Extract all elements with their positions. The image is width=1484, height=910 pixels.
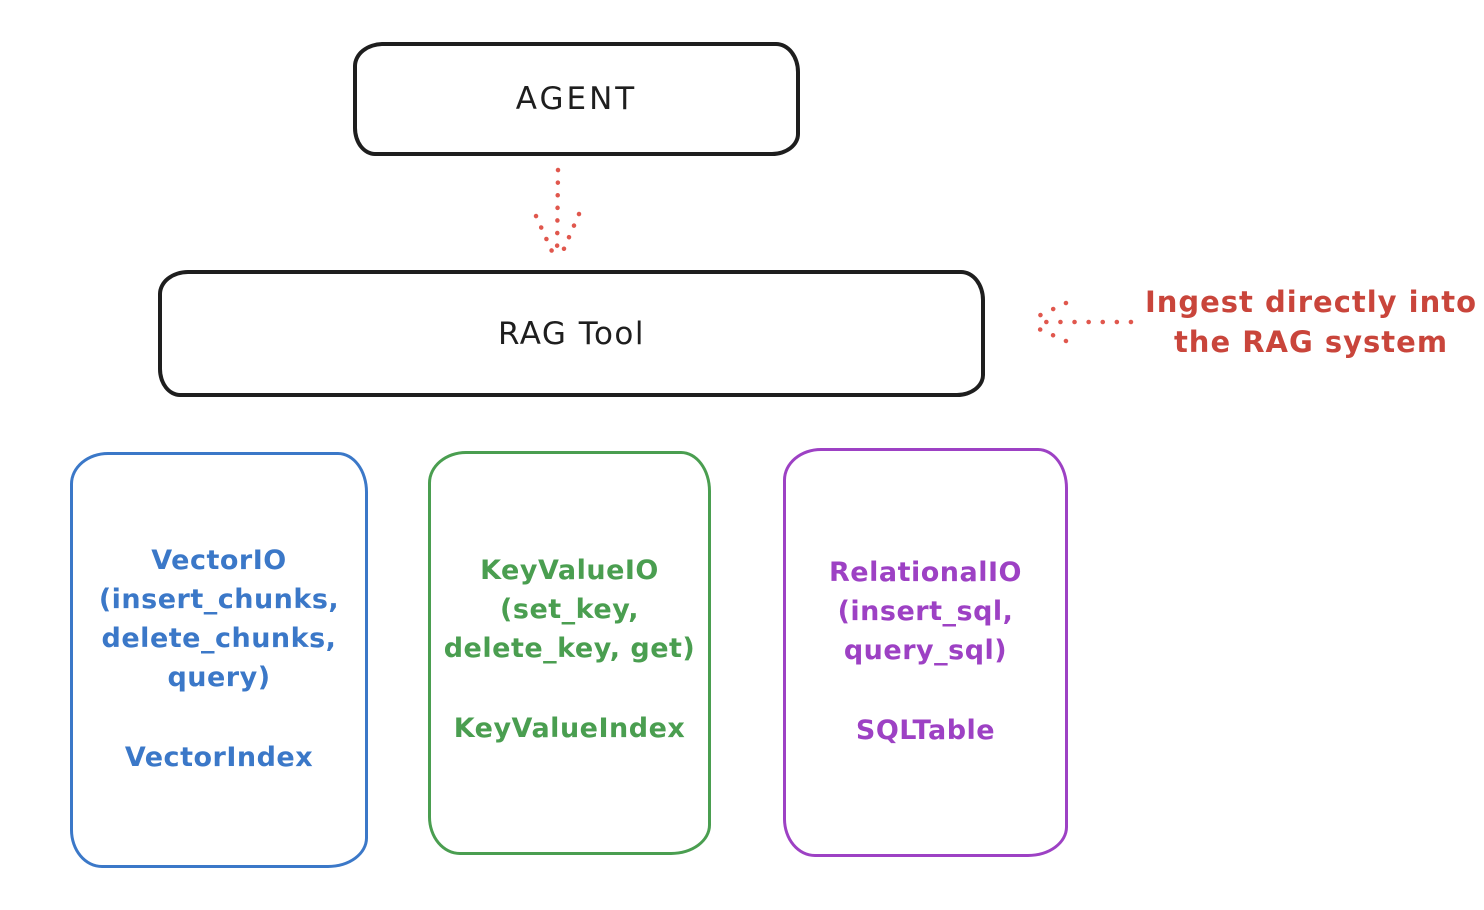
keyvalue-index-label: KeyValueIndex: [453, 713, 686, 744]
keyvalue-io-fn-line: delete_key, get): [443, 633, 696, 664]
agent-to-ragtool-dotted-arrow-icon: [533, 167, 582, 261]
vector-io-text: VectorIO (insert_chunks, delete_chunks, …: [73, 541, 365, 777]
agent-box: AGENT: [353, 42, 800, 156]
relational-io-title: RelationalIO: [829, 557, 1022, 588]
relational-io-fn-line: (insert_sql,: [837, 596, 1014, 627]
vector-io-fn-line: query): [167, 662, 271, 693]
rag-tool-box: RAG Tool: [158, 270, 985, 397]
keyvalue-io-text: KeyValueIO (set_key, delete_key, get) Ke…: [431, 551, 708, 748]
relational-io-fn-line: query_sql): [843, 635, 1008, 666]
agent-label: AGENT: [515, 81, 638, 117]
keyvalue-io-fn-line: (set_key,: [500, 594, 639, 625]
line-gap: [431, 668, 708, 709]
keyvalue-io-box: KeyValueIO (set_key, delete_key, get) Ke…: [428, 451, 711, 855]
vector-io-box: VectorIO (insert_chunks, delete_chunks, …: [70, 452, 368, 868]
vector-io-title: VectorIO: [151, 545, 287, 576]
ingest-annotation: Ingest directly into the RAG system: [1142, 282, 1480, 362]
relational-io-text: RelationalIO (insert_sql, query_sql) SQL…: [786, 553, 1065, 750]
keyvalue-io-title: KeyValueIO: [480, 555, 659, 586]
vector-index-label: VectorIndex: [124, 742, 314, 773]
ingest-annotation-line-1: Ingest directly into: [1144, 285, 1478, 319]
rag-tool-label: RAG Tool: [497, 315, 646, 352]
sql-table-label: SQLTable: [855, 715, 996, 746]
line-gap: [786, 670, 1065, 711]
relational-io-box: RelationalIO (insert_sql, query_sql) SQL…: [783, 448, 1068, 857]
vector-io-fn-line: delete_chunks,: [101, 623, 337, 654]
ingest-annotation-line-2: the RAG system: [1173, 325, 1449, 359]
vector-io-fn-line: (insert_chunks,: [98, 584, 340, 615]
annotation-dotted-arrow-icon: [1027, 300, 1134, 344]
line-gap: [73, 697, 365, 738]
